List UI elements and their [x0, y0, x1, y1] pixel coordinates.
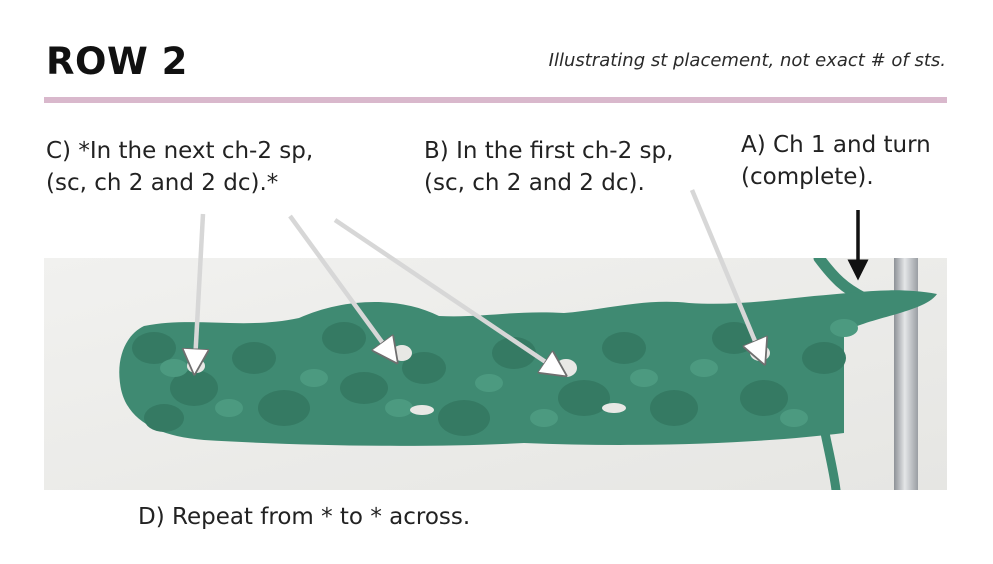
step-d-label: D) Repeat from * to * across. — [138, 501, 470, 533]
step-a-line-2: (complete). — [741, 164, 874, 190]
step-b-label: B) In the first ch-2 sp, (sc, ch 2 and 2… — [424, 135, 673, 199]
step-c-label: C) *In the next ch-2 sp, (sc, ch 2 and 2… — [46, 135, 313, 199]
step-a-label: A) Ch 1 and turn (complete). — [741, 129, 931, 193]
step-d-line-1: D) Repeat from * to * across. — [138, 504, 471, 530]
step-c-line-2: (sc, ch 2 and 2 dc).* — [46, 170, 279, 196]
step-c-line-1: C) *In the next ch-2 sp, — [46, 138, 314, 164]
disclaimer-note: Illustrating st placement, not exact # o… — [548, 50, 946, 71]
step-a-line-1: A) Ch 1 and turn — [741, 132, 931, 158]
crochet-illustration — [44, 258, 947, 490]
step-b-line-1: B) In the first ch-2 sp, — [424, 138, 674, 164]
page-title: ROW 2 — [46, 40, 188, 83]
header-divider — [44, 97, 947, 103]
crochet-photo — [44, 258, 947, 490]
step-b-line-2: (sc, ch 2 and 2 dc). — [424, 170, 645, 196]
